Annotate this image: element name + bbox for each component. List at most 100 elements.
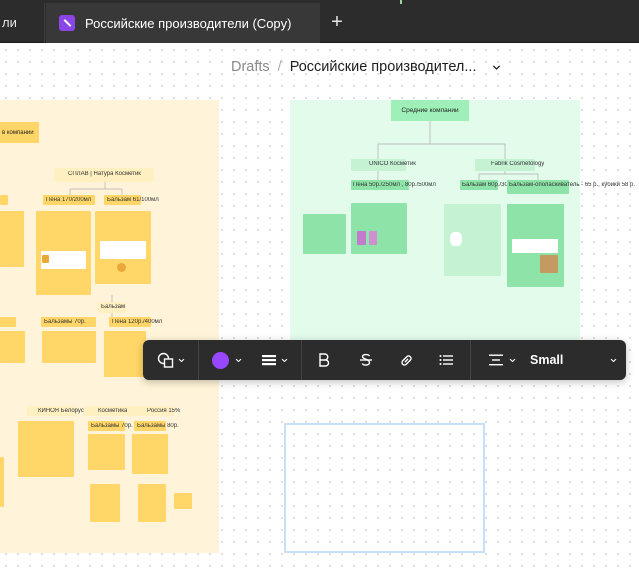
strikethrough-icon	[360, 353, 372, 366]
yellow-note-card[interactable]	[138, 484, 166, 522]
bullet-list-icon	[439, 355, 453, 365]
yellow-price-1-label: Пена 170/200мл	[46, 197, 92, 203]
connector-lines	[69, 121, 539, 317]
yellow-note-card[interactable]	[0, 211, 24, 267]
green-price-3-label: Бальзам-ополаскиватель - 65 р., кубики 5…	[509, 182, 636, 188]
green-price-1-label: Пена 50р./250мл , 80р./500мл	[353, 182, 436, 188]
breadcrumb-file-name[interactable]: Российские производител...	[289, 59, 477, 75]
shapes-icon	[157, 352, 174, 368]
yellow-price-5-label: Бальзамы 70р.	[91, 423, 133, 429]
green-company-1-label: UNICO Косметик	[369, 161, 416, 167]
chevron-down-icon	[178, 358, 185, 362]
bold-icon	[319, 353, 330, 367]
yellow-note-card[interactable]	[174, 493, 192, 509]
green-note-card[interactable]	[444, 204, 501, 276]
tab-previous[interactable]: ли	[0, 3, 45, 43]
yellow-note-card[interactable]	[0, 457, 4, 507]
text-size-label: Small	[530, 353, 564, 367]
yellow-price-card[interactable]: Бальзамы 70р.	[88, 421, 133, 431]
tab-bar: ли Российские производители (Copy) +	[0, 0, 639, 43]
yellow-company-card[interactable]: СПЛАВ | Натура Косметик	[54, 168, 154, 182]
yellow-company-card[interactable]: КИНОЯ Белорусь	[27, 406, 87, 416]
product-image	[357, 231, 366, 245]
chevron-down-icon	[509, 358, 515, 362]
yellow-price-card[interactable]: Бальзамы 70р.	[41, 317, 96, 327]
yellow-company-2-label: КИНОЯ Белорусь	[38, 408, 87, 414]
yellow-company-3-label: Косметика	[98, 408, 128, 414]
product-image	[369, 231, 377, 245]
breadcrumb-drafts[interactable]: Drafts	[231, 59, 270, 75]
yellow-price-2-label: Бальзам 61/100мл	[107, 197, 159, 203]
yellow-card[interactable]	[0, 317, 16, 327]
text-align-button[interactable]	[483, 340, 521, 380]
chevron-down-icon	[235, 358, 242, 362]
yellow-label-mid: Бальзам	[101, 304, 126, 310]
green-note-card[interactable]	[507, 204, 564, 287]
tab-active-label: Российские производители (Copy)	[85, 15, 292, 31]
yellow-note-card[interactable]	[90, 484, 120, 522]
yellow-price-6-label: Бальзамы 80р.	[137, 423, 179, 429]
breadcrumb: Drafts / Российские производител...	[231, 56, 501, 78]
yellow-note-card[interactable]	[18, 421, 74, 477]
product-image	[42, 255, 49, 263]
green-section-title[interactable]: Средние компании	[391, 100, 469, 121]
empty-frame[interactable]	[284, 423, 485, 553]
yellow-card[interactable]	[0, 195, 8, 205]
toolbar-divider	[470, 340, 471, 380]
align-center-icon	[488, 354, 503, 366]
yellow-note-card[interactable]	[42, 331, 96, 363]
yellow-price-card[interactable]: Пена 120р./400мл	[109, 317, 162, 327]
figjam-file-icon	[59, 15, 75, 31]
yellow-price-card[interactable]: Пена 170/200мл	[43, 195, 95, 205]
yellow-price-card[interactable]: Бальзамы 80р.	[134, 421, 179, 431]
product-image	[117, 263, 126, 272]
yellow-price-4-label: Пена 120р./400мл	[112, 319, 163, 325]
top-edge-marker	[400, 0, 402, 4]
chevron-down-icon	[611, 358, 617, 362]
yellow-note-card[interactable]	[104, 331, 146, 377]
yellow-note-card[interactable]	[36, 211, 91, 295]
new-tab-button[interactable]: +	[331, 11, 343, 33]
yellow-note-card[interactable]	[88, 434, 125, 470]
stroke-weight-button[interactable]	[255, 340, 295, 380]
green-company-card[interactable]: Fabrik Cosmetology	[475, 159, 544, 171]
toolbar-divider	[198, 340, 199, 380]
yellow-company-card[interactable]: Косметика	[84, 406, 138, 416]
breadcrumb-separator: /	[277, 59, 282, 75]
yellow-company-card[interactable]: Россия 15%	[138, 406, 180, 416]
yellow-note-card[interactable]	[132, 434, 168, 474]
board-canvas[interactable]: в компании СПЛАВ | Натура Косметик Пена …	[0, 44, 639, 574]
green-price-2-label: Бальзам 60р./300мл	[462, 182, 519, 188]
strikethrough-button[interactable]	[351, 340, 381, 380]
bulleted-list-button[interactable]	[431, 340, 461, 380]
stroke-weight-icon	[262, 355, 276, 366]
chevron-down-icon[interactable]	[492, 63, 501, 72]
yellow-price-3-label: Бальзамы 70р.	[44, 319, 86, 325]
green-note-card[interactable]	[351, 203, 407, 254]
yellow-note-card[interactable]	[0, 331, 25, 363]
product-image	[450, 232, 462, 246]
green-price-card[interactable]: Бальзам 60р./300мл	[460, 180, 519, 190]
tab-active-file[interactable]: Российские производители (Copy)	[46, 3, 320, 43]
color-picker-button[interactable]	[205, 340, 249, 380]
shape-type-button[interactable]	[151, 340, 191, 380]
toolbar-divider	[301, 340, 302, 380]
text-size-dropdown[interactable]: Small	[523, 340, 623, 380]
yellow-note-card[interactable]	[95, 211, 151, 284]
green-price-card[interactable]: Бальзам-ополаскиватель - 65 р., кубики 5…	[507, 180, 635, 194]
yellow-section-title[interactable]: в компании	[0, 122, 39, 143]
tab-previous-label: ли	[2, 15, 17, 30]
chevron-down-icon	[281, 358, 288, 362]
bold-button[interactable]	[309, 340, 339, 380]
green-note-card[interactable]	[303, 214, 346, 254]
green-company-2-label: Fabrik Cosmetology	[491, 161, 545, 167]
green-price-card[interactable]: Пена 50р./250мл , 80р./500мл	[351, 180, 436, 190]
product-screenshot	[41, 251, 86, 269]
yellow-price-card[interactable]: Бальзам 61/100мл	[104, 195, 159, 205]
link-icon	[400, 354, 412, 366]
link-button[interactable]	[391, 340, 421, 380]
yellow-label-card[interactable]: Бальзам	[98, 302, 126, 313]
green-company-card[interactable]: UNICO Косметик	[351, 159, 416, 171]
color-swatch	[212, 351, 229, 369]
yellow-company-1-label: СПЛАВ | Натура Косметик	[68, 171, 141, 177]
